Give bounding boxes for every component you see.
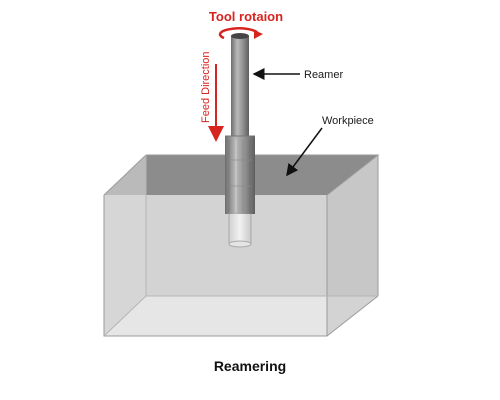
reamer-tool (225, 33, 255, 214)
reamed-hole (228, 211, 252, 245)
reamer-top-face (231, 33, 249, 39)
workpiece-right-face (327, 155, 378, 336)
workpiece-front-face (104, 195, 327, 336)
reamer-label: Reamer (304, 69, 343, 81)
tool-rotation-label: Tool rotaion (209, 9, 283, 24)
tool-rotation-arrow-icon (218, 27, 263, 40)
workpiece-label: Workpiece (322, 115, 374, 127)
diagram-caption: Reamering (214, 358, 286, 374)
workpiece-block (103, 154, 380, 337)
feed-direction-label: Feed Direction (200, 51, 212, 123)
workpiece-leader-line (286, 127, 323, 177)
reamed-hole-bottom (228, 240, 252, 248)
reamer-shank (231, 36, 249, 136)
workpiece-edges (103, 154, 380, 337)
